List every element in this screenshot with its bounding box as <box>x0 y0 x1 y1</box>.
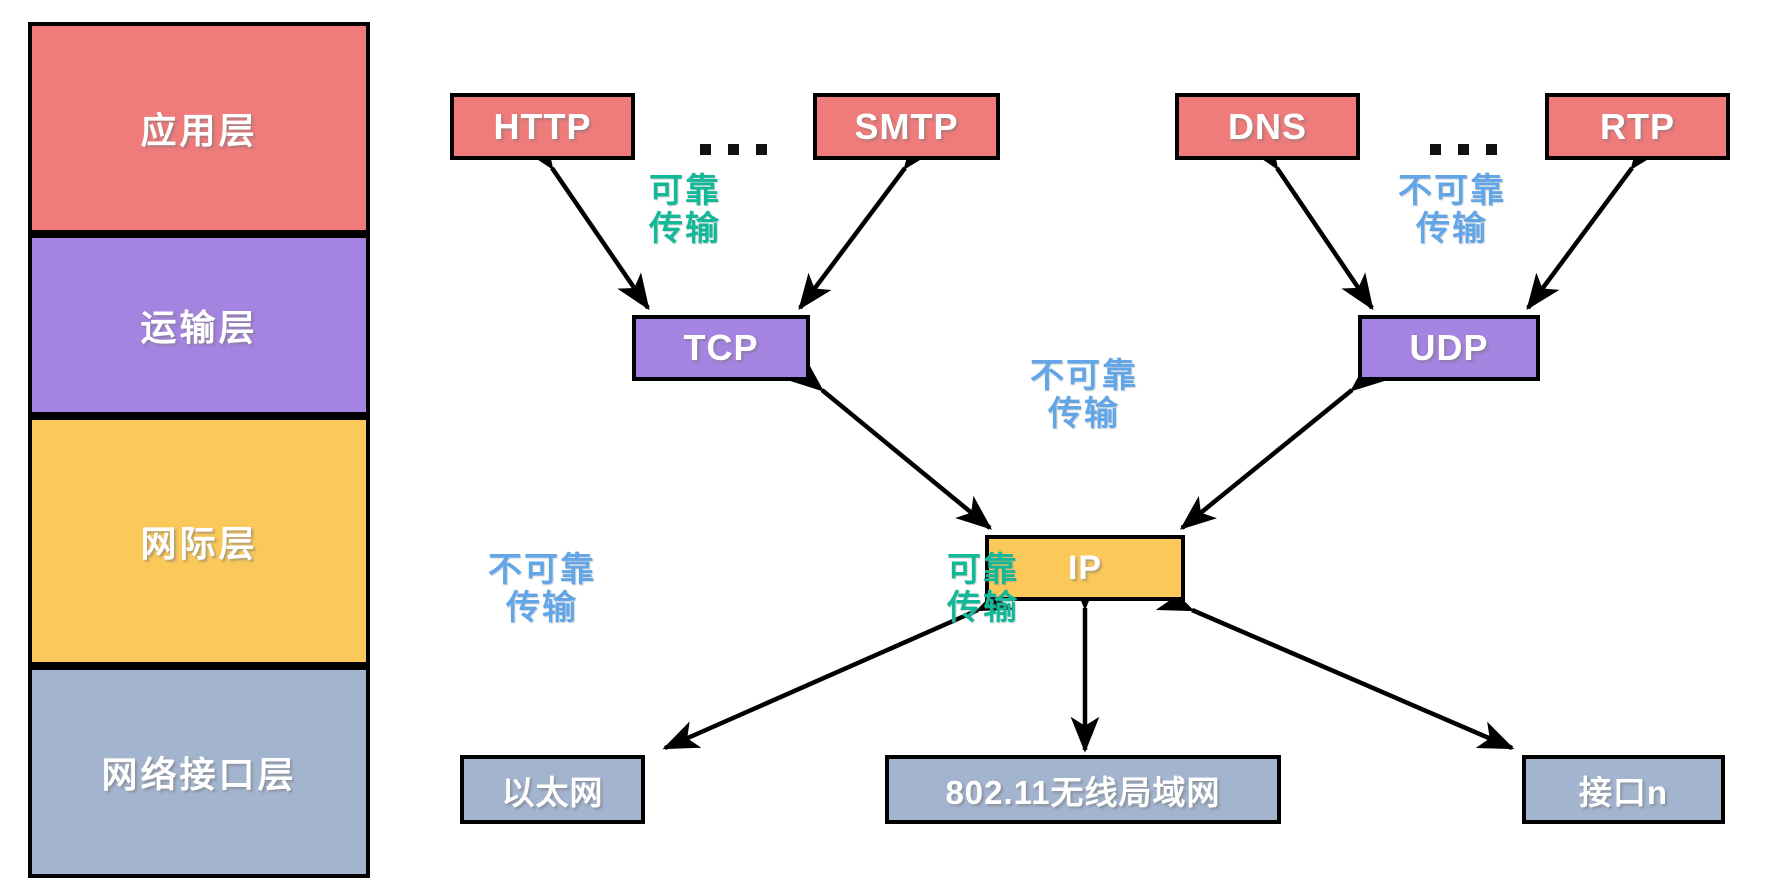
annotation-wlan-reliable: 可靠 传输 <box>947 551 1019 628</box>
annotation-ip-unreliable: 不可靠 传输 <box>1030 357 1138 434</box>
layer-transport: 运输层 <box>28 234 370 416</box>
protocol-label-http: HTTP <box>493 105 592 147</box>
layer-transport-label: 运输层 <box>140 307 258 348</box>
protocol-label-tcp: TCP <box>683 327 759 368</box>
annotation-ethernet-unreliable: 不可靠 传输 <box>488 551 596 628</box>
layer-interface: 网络接口层 <box>28 666 370 878</box>
protocol-box-udp[interactable]: UDP <box>1358 315 1540 381</box>
annotation-tcp-reliable: 可靠 传输 <box>649 172 721 249</box>
protocol-label-dns: DNS <box>1227 105 1307 147</box>
layer-interface-label: 网络接口层 <box>101 754 297 795</box>
protocol-box-ifacen[interactable]: 接口n <box>1522 755 1725 824</box>
ellipsis-right-icon <box>1430 144 1497 155</box>
protocol-label-ifacen: 接口n <box>1578 773 1669 811</box>
protocol-box-wlan[interactable]: 802.11无线局域网 <box>885 755 1281 824</box>
annotation-udp-unreliable: 不可靠 传输 <box>1398 172 1506 249</box>
protocol-label-ip: IP <box>1067 548 1103 587</box>
layer-internet: 网际层 <box>28 416 370 666</box>
protocol-box-http[interactable]: HTTP <box>450 93 635 160</box>
layer-application-label: 应用层 <box>140 110 258 151</box>
protocol-box-ip[interactable]: IP <box>985 535 1185 601</box>
protocol-box-ethernet[interactable]: 以太网 <box>460 755 645 824</box>
protocol-box-dns[interactable]: DNS <box>1175 93 1360 160</box>
protocol-label-udp: UDP <box>1409 327 1489 368</box>
layer-internet-label: 网际层 <box>140 523 258 564</box>
protocol-box-smtp[interactable]: SMTP <box>813 93 1000 160</box>
protocol-label-rtp: RTP <box>1600 105 1675 147</box>
layer-application: 应用层 <box>28 22 370 234</box>
ellipsis-left-icon <box>700 144 767 155</box>
protocol-label-wlan: 802.11无线局域网 <box>945 773 1221 811</box>
protocol-box-rtp[interactable]: RTP <box>1545 93 1730 160</box>
protocol-box-tcp[interactable]: TCP <box>632 315 810 381</box>
protocol-label-ethernet: 以太网 <box>501 773 604 811</box>
protocol-label-smtp: SMTP <box>854 105 959 147</box>
